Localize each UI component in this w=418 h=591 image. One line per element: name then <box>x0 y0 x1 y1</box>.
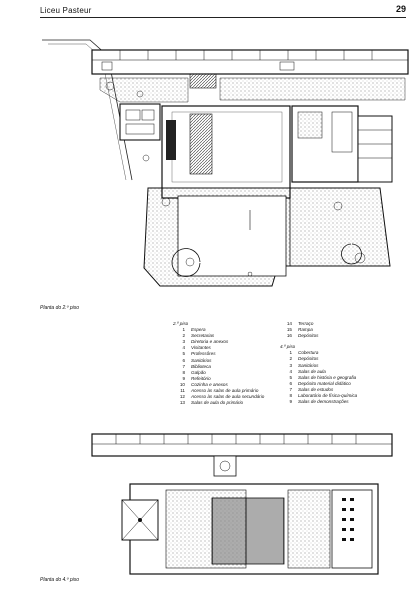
floor-plan-2nd-floor <box>42 39 409 287</box>
page-number: 29 <box>395 4 406 14</box>
floor-plan-4th-floor <box>91 433 393 575</box>
legend-heading: 4.º piso <box>280 344 296 350</box>
legend-heading: 2.º piso <box>173 321 189 326</box>
caption-plan-2nd-floor: Planta do 2.º piso <box>40 305 80 311</box>
lab-benches <box>342 498 354 541</box>
classroom-dividers <box>119 50 373 60</box>
classroom-dividers <box>115 434 357 444</box>
caption-plan-4th-floor: Planta do 4.º piso <box>40 577 80 583</box>
header-rule <box>40 17 406 18</box>
trees <box>105 81 366 277</box>
running-header-title: Liceu Pasteur <box>40 6 92 15</box>
